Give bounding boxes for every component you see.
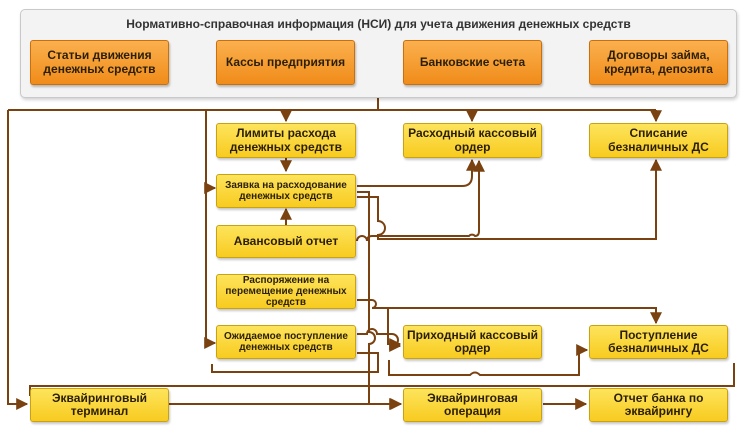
expected-to-cash-in-line [357,328,402,352]
node-advance-report[interactable]: Авансовый отчет [216,225,356,258]
node-expected-receipt[interactable]: Ожидаемое поступление денежных средств [216,325,356,359]
nsi-item-cash-desks[interactable]: Кассы предприятия [216,40,355,85]
nsi-item-loan-contracts[interactable]: Договоры займа, кредита, депозита [589,40,728,85]
node-acquiring-terminal[interactable]: Эквайринговый терминал [30,388,169,422]
expected-to-noncash-in-line [388,344,589,376]
request-to-cash-out-line [357,158,478,187]
node-bank-acquiring-report[interactable]: Отчет банка по эквайрингу [589,388,728,422]
expected-down-line [211,352,379,373]
request-to-acq-operation-line [357,191,403,410]
transfer-to-noncash-in-line [388,307,662,325]
transfer-to-cash-in-line [357,299,402,350]
node-cash-in-order[interactable]: Приходный кассовый ордер [403,325,542,359]
advance-to-cash-out-line [356,159,485,242]
nsi-item-bank-accounts[interactable]: Банковские счета [403,40,542,85]
node-noncash-in[interactable]: Поступление безналичных ДС [589,325,728,359]
node-acquiring-operation[interactable]: Эквайринговая операция [403,388,542,422]
node-request[interactable]: Заявка на расходование денежных средств [216,174,356,208]
node-limits[interactable]: Лимиты расхода денежных средств [216,123,356,158]
node-cash-out-order[interactable]: Расходный кассовый ордер [403,123,542,158]
nsi-item-cashflow-articles[interactable]: Статьи движения денежных средств [30,40,169,85]
node-transfer-order[interactable]: Распоряжение на перемещение денежных сре… [216,274,356,309]
node-noncash-out[interactable]: Списание безналичных ДС [589,123,728,158]
request-to-noncash-out-line [357,158,662,240]
left-trunk-line [7,110,29,410]
nsi-title: Нормативно-справочная информация (НСИ) д… [126,17,631,31]
